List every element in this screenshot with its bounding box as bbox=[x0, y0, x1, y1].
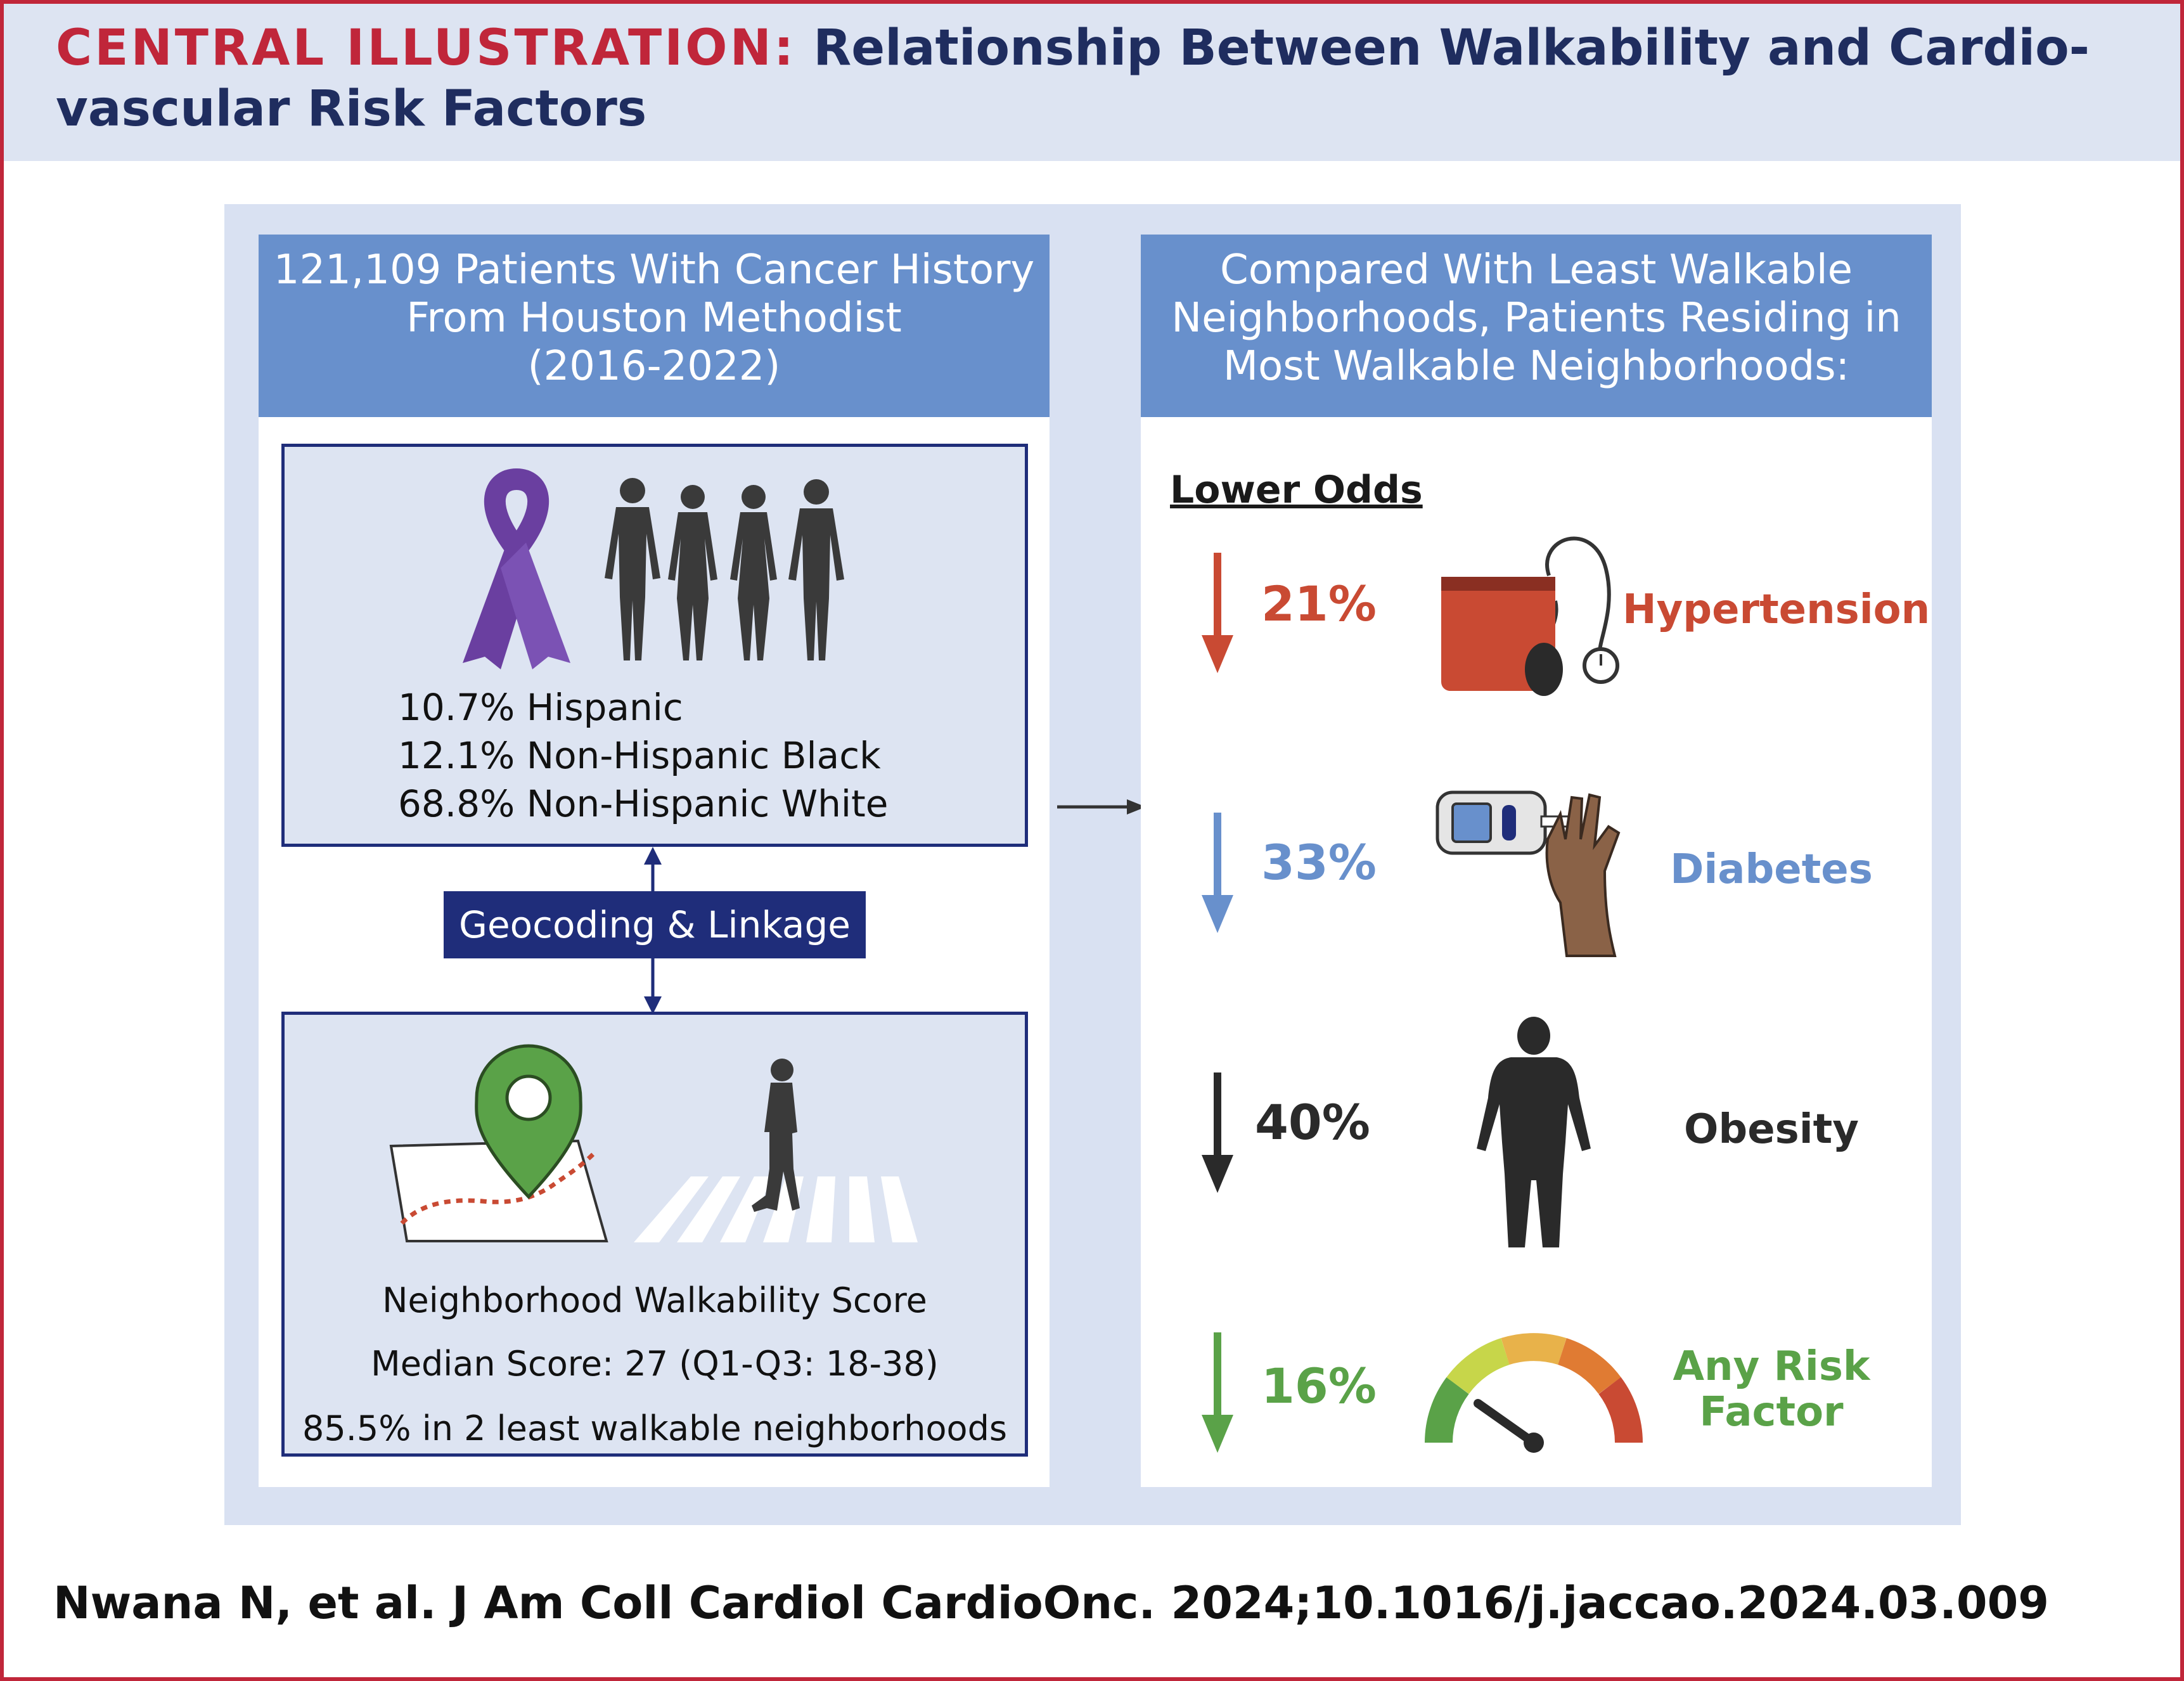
outcomes-heading-line: Neighborhoods, Patients Residing in bbox=[1171, 295, 1901, 342]
any-risk-label-line: Factor bbox=[1699, 1389, 1844, 1436]
down-arrow-icon bbox=[1202, 1332, 1233, 1453]
title-line-1: Relationship Between Walkability and Car… bbox=[813, 20, 2090, 77]
outcomes-heading: Compared With Least Walkable Neighborhoo… bbox=[1141, 235, 1932, 417]
down-arrow-icon bbox=[1202, 1072, 1233, 1193]
glucose-meter-icon bbox=[1436, 790, 1621, 957]
blood-pressure-cuff-icon bbox=[1441, 536, 1619, 696]
header-band bbox=[4, 4, 2180, 161]
cohort-heading-line: (2016-2022) bbox=[527, 343, 781, 390]
title-lead: CENTRAL ILLUSTRATION: bbox=[56, 20, 797, 77]
walkability-title: Neighborhood Walkability Score bbox=[382, 1280, 927, 1320]
down-arrow-icon bbox=[1202, 813, 1233, 933]
result-arrow-icon bbox=[1057, 799, 1146, 815]
demographic-hispanic: 10.7% Hispanic bbox=[398, 686, 683, 729]
cohort-heading-line: 121,109 Patients With Cancer History bbox=[273, 247, 1035, 293]
title-line-2: vascular Risk Factors bbox=[56, 81, 647, 138]
down-arrow-icon bbox=[1202, 553, 1233, 673]
geocoding-label: Geocoding & Linkage bbox=[444, 891, 866, 958]
demographics-box bbox=[281, 444, 1028, 847]
body-silhouette-icon bbox=[1477, 1017, 1591, 1247]
any-risk-label-line: Any Risk bbox=[1673, 1343, 1870, 1390]
demographic-white: 68.8% Non-Hispanic White bbox=[398, 782, 889, 825]
any-risk-label: Any Risk Factor bbox=[1622, 1344, 1920, 1435]
pedestrian-crosswalk-icon bbox=[634, 1059, 918, 1242]
diabetes-label: Diabetes bbox=[1670, 846, 1873, 893]
diabetes-percent: 33% bbox=[1261, 834, 1377, 891]
lower-odds-label: Lower Odds bbox=[1170, 468, 1423, 512]
any-risk-percent: 16% bbox=[1261, 1358, 1377, 1414]
map-pin-icon bbox=[389, 1044, 608, 1242]
outcomes-heading-line: Compared With Least Walkable bbox=[1220, 247, 1853, 293]
citation: Nwana N, et al. J Am Coll Cardiol Cardio… bbox=[53, 1577, 2049, 1629]
hypertension-percent: 21% bbox=[1261, 576, 1377, 632]
page-title: CENTRAL ILLUSTRATION: Relationship Betwe… bbox=[56, 18, 2135, 139]
obesity-percent: 40% bbox=[1255, 1094, 1370, 1150]
cohort-heading-line: From Houston Methodist bbox=[406, 295, 902, 342]
outcomes-panel bbox=[1141, 235, 1932, 1487]
demographic-black: 12.1% Non-Hispanic Black bbox=[398, 734, 881, 777]
patients-group-icon bbox=[605, 478, 844, 660]
hypertension-label: Hypertension bbox=[1622, 586, 1930, 633]
walkability-median: Median Score: 27 (Q1-Q3: 18-38) bbox=[371, 1344, 939, 1384]
obesity-label: Obesity bbox=[1684, 1106, 1859, 1153]
cohort-heading: 121,109 Patients With Cancer History Fro… bbox=[259, 235, 1050, 417]
walkability-least: 85.5% in 2 least walkable neighborhoods bbox=[302, 1408, 1007, 1448]
outcomes-heading-line: Most Walkable Neighborhoods: bbox=[1223, 343, 1850, 390]
cancer-ribbon-icon bbox=[463, 468, 570, 669]
risk-gauge-icon bbox=[1425, 1333, 1643, 1453]
